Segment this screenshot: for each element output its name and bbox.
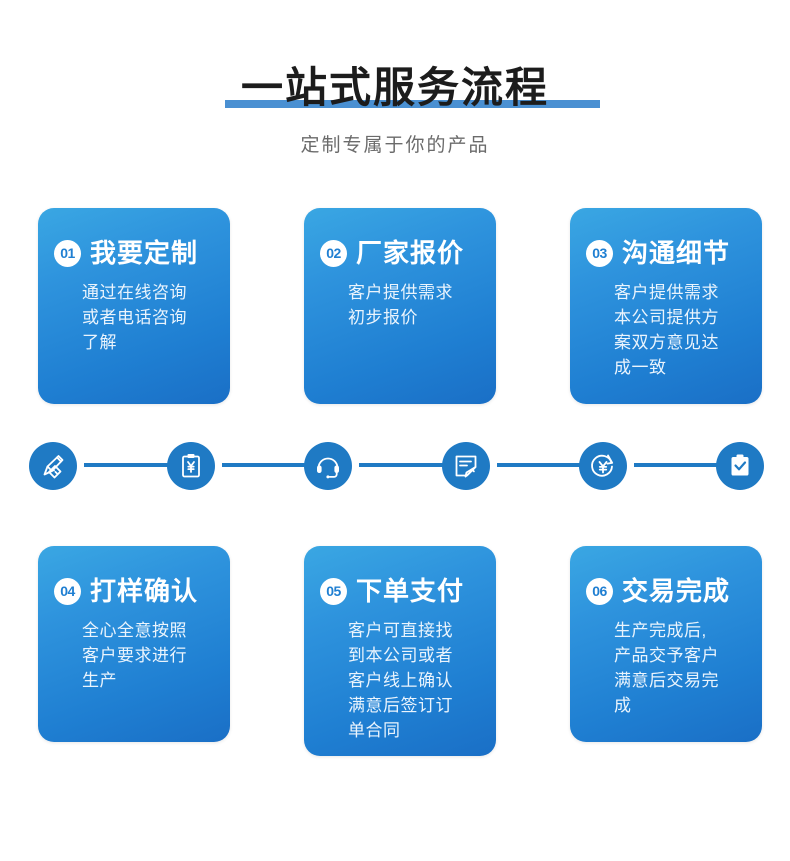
step-body-line: 满意后签订订 <box>348 696 453 715</box>
step-title: 打样确认 <box>90 576 199 606</box>
step-body: 客户提供需求 初步报价 <box>348 280 473 330</box>
process-node-2[interactable] <box>167 442 215 490</box>
step-title: 下单支付 <box>356 576 465 606</box>
step-card-03-head: 03 沟通细节 <box>570 208 762 268</box>
step-body: 客户可直接找 到本公司或者 客户线上确认 满意后签订订 单合同 <box>348 618 473 743</box>
connector-line <box>84 463 189 467</box>
step-card-05-head: 05 下单支付 <box>304 546 496 606</box>
page-title: 一站式服务流程 <box>240 64 549 111</box>
page-subtitle: 定制专属于你的产品 <box>300 135 490 156</box>
step-body-line: 成一致 <box>614 358 667 377</box>
yen-refresh-icon <box>588 451 618 481</box>
process-node-6[interactable] <box>716 442 764 490</box>
connector-line <box>634 463 739 467</box>
step-body-line: 生产完成后, <box>614 621 707 640</box>
step-body: 客户提供需求 本公司提供方 案双方意见达 成一致 <box>614 280 739 380</box>
step-title: 交易完成 <box>622 576 731 606</box>
clipboard-yen-icon <box>176 451 206 481</box>
step-card-05[interactable]: 05 下单支付 客户可直接找 到本公司或者 客户线上确认 满意后签订订 单合同 <box>304 546 496 756</box>
step-body-line: 客户提供需求 <box>348 283 453 302</box>
step-body: 通过在线咨询 或者电话咨询 了解 <box>82 280 207 355</box>
connector-line <box>222 463 327 467</box>
step-card-04[interactable]: 04 打样确认 全心全意按照 客户要求进行 生产 <box>38 546 230 742</box>
step-number-badge: 04 <box>54 577 81 605</box>
step-body-line: 生产 <box>82 671 117 690</box>
title-underline-bar <box>225 100 600 108</box>
step-body-line: 单合同 <box>348 721 401 740</box>
step-body-line: 了解 <box>82 333 117 352</box>
step-body-line: 案双方意见达 <box>614 333 719 352</box>
headset-icon <box>313 451 343 481</box>
document-pen-icon <box>451 451 481 481</box>
connector-line <box>497 463 602 467</box>
step-body-line: 通过在线咨询 <box>82 283 187 302</box>
step-body: 全心全意按照 客户要求进行 生产 <box>82 618 207 693</box>
step-card-03[interactable]: 03 沟通细节 客户提供需求 本公司提供方 案双方意见达 成一致 <box>570 208 762 404</box>
step-card-02-head: 02 厂家报价 <box>304 208 496 268</box>
step-body-line: 成 <box>614 696 632 715</box>
process-node-4[interactable] <box>442 442 490 490</box>
step-card-02[interactable]: 02 厂家报价 客户提供需求 初步报价 <box>304 208 496 404</box>
page-header: 一站式服务流程 定制专属于你的产品 <box>0 0 790 180</box>
process-node-1[interactable] <box>29 442 77 490</box>
step-card-01-head: 01 我要定制 <box>38 208 230 268</box>
step-body-line: 初步报价 <box>348 308 418 327</box>
step-body-line: 客户可直接找 <box>348 621 453 640</box>
step-number-badge: 02 <box>320 239 347 267</box>
pencil-ruler-icon <box>38 451 68 481</box>
step-body-line: 全心全意按照 <box>82 621 187 640</box>
title-block: 一站式服务流程 <box>0 62 790 118</box>
step-card-01[interactable]: 01 我要定制 通过在线咨询 或者电话咨询 了解 <box>38 208 230 404</box>
clipboard-check-icon <box>725 451 755 481</box>
process-connector-strip <box>0 442 790 504</box>
connector-line <box>359 463 464 467</box>
step-body: 生产完成后, 产品交予客户 满意后交易完 成 <box>614 618 739 718</box>
step-title: 沟通细节 <box>622 238 731 268</box>
step-card-06[interactable]: 06 交易完成 生产完成后, 产品交予客户 满意后交易完 成 <box>570 546 762 742</box>
step-card-04-head: 04 打样确认 <box>38 546 230 606</box>
step-card-06-head: 06 交易完成 <box>570 546 762 606</box>
process-node-5[interactable] <box>579 442 627 490</box>
step-number-badge: 01 <box>54 239 81 267</box>
step-body-line: 或者电话咨询 <box>82 308 187 327</box>
step-body-line: 客户要求进行 <box>82 646 187 665</box>
step-title: 厂家报价 <box>356 238 465 268</box>
step-body-line: 本公司提供方 <box>614 308 719 327</box>
step-body-line: 到本公司或者 <box>348 646 453 665</box>
step-title: 我要定制 <box>90 238 199 268</box>
step-number-badge: 03 <box>586 239 613 267</box>
step-body-line: 满意后交易完 <box>614 671 719 690</box>
step-body-line: 客户提供需求 <box>614 283 719 302</box>
process-node-3[interactable] <box>304 442 352 490</box>
step-number-badge: 05 <box>320 577 347 605</box>
step-body-line: 产品交予客户 <box>614 646 719 665</box>
step-body-line: 客户线上确认 <box>348 671 453 690</box>
step-number-badge: 06 <box>586 577 613 605</box>
